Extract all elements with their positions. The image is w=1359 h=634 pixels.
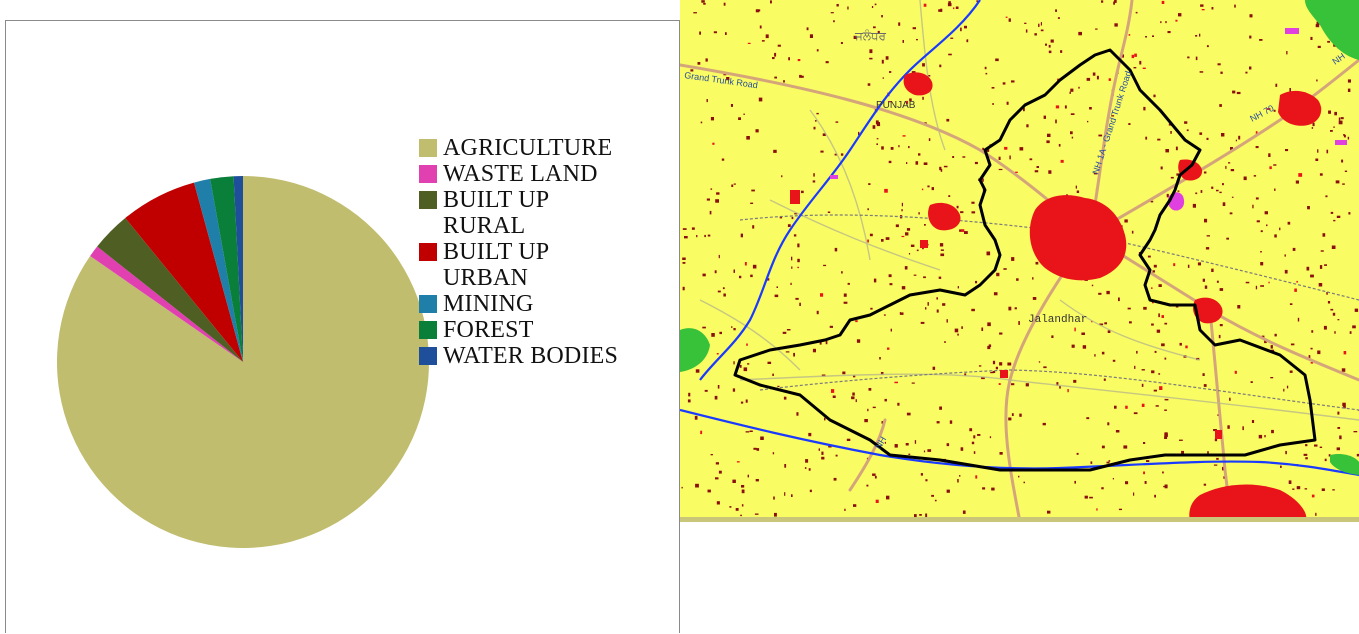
legend-label: MINING xyxy=(443,291,534,317)
agriculture-background xyxy=(680,0,1359,522)
legend-swatch xyxy=(419,321,437,339)
map-canvas: ਜਲੰਧਰ PUNJAB Jalandhar Grand Trunk Road … xyxy=(680,0,1359,522)
legend-swatch xyxy=(419,191,437,209)
legend-swatch xyxy=(419,295,437,313)
map-label-punjab: PUNJAB xyxy=(876,100,916,111)
land-use-map: ਜਲੰਧਰ PUNJAB Jalandhar Grand Trunk Road … xyxy=(680,0,1359,522)
legend-label: FOREST xyxy=(443,317,534,343)
legend-item-agriculture: AGRICULTURE xyxy=(419,135,669,161)
legend-item-mining: MINING xyxy=(419,291,669,317)
legend-swatch xyxy=(419,347,437,365)
legend-swatch xyxy=(419,243,437,261)
legend-label: WASTE LAND xyxy=(443,161,598,187)
legend-item-water-bodies: WATER BODIES xyxy=(419,343,669,369)
legend-label: AGRICULTURE xyxy=(443,135,612,161)
legend-item-waste-land: WASTE LAND xyxy=(419,161,669,187)
legend-item-forest: FOREST xyxy=(419,317,669,343)
legend-label: WATER BODIES xyxy=(443,343,618,369)
map-bottom-edge xyxy=(680,517,1359,522)
map-label-jalandhar: Jalandhar xyxy=(1028,314,1087,326)
legend-swatch xyxy=(419,165,437,183)
map-label-top-script: ਜਲੰਧਰ xyxy=(854,29,887,43)
legend-swatch xyxy=(419,139,437,157)
